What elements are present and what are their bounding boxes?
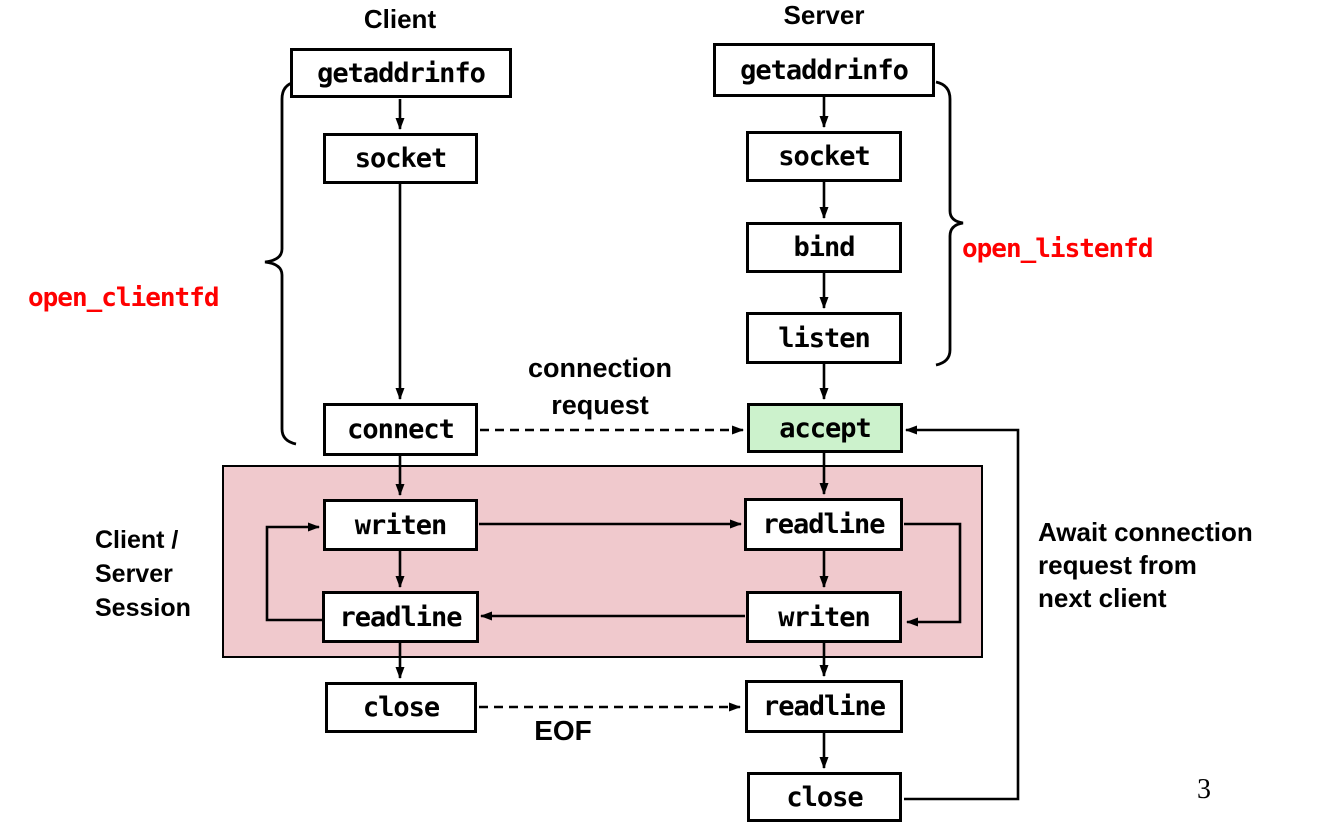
node-client-readline: readline [322,591,479,643]
client-column-title: Client [363,4,437,34]
await-label-line2: request from [1038,550,1197,580]
node-client-getaddrinfo: getaddrinfo [290,48,512,98]
node-server-writen: writen [746,591,902,643]
node-client-connect: connect [323,403,478,456]
node-server-listen: listen [746,312,902,364]
node-client-close: close [325,682,477,733]
node-server-readline: readline [744,498,903,551]
node-server-socket: socket [746,131,902,182]
page-number: 3 [1197,774,1211,805]
node-server-accept: accept [747,403,903,453]
session-arrows [265,519,962,627]
await-label-line3: next client [1038,583,1167,613]
session-label-line3: Session [95,594,191,622]
dashed-arrows [479,425,744,712]
brace-open-listenfd [935,80,964,367]
open-listenfd-label: open_listenfd [962,234,1153,264]
connection-request-line1: connection [527,353,672,383]
await-label-line1: Await connection [1038,517,1253,547]
server-column-title: Server [783,0,865,30]
loop-close-to-accept [904,425,1020,801]
node-server-close: close [747,772,902,822]
loop-server-readline-to-writen [904,522,962,627]
loop-client-readline-to-writen [265,522,322,622]
eof-label: EOF [534,715,592,746]
open-clientfd-label: open_clientfd [28,283,219,313]
node-server-readline2: readline [745,680,903,733]
connection-request-line2: request [551,390,649,420]
node-client-socket: socket [323,133,478,184]
node-server-getaddrinfo: getaddrinfo [713,43,935,97]
session-label-line1: Client / [95,526,179,554]
connection-request-label: connection request [495,350,705,424]
brace-open-clientfd [264,80,297,446]
node-server-bind: bind [746,222,902,273]
node-client-writen: writen [323,499,478,551]
session-label-line2: Server [95,560,173,588]
